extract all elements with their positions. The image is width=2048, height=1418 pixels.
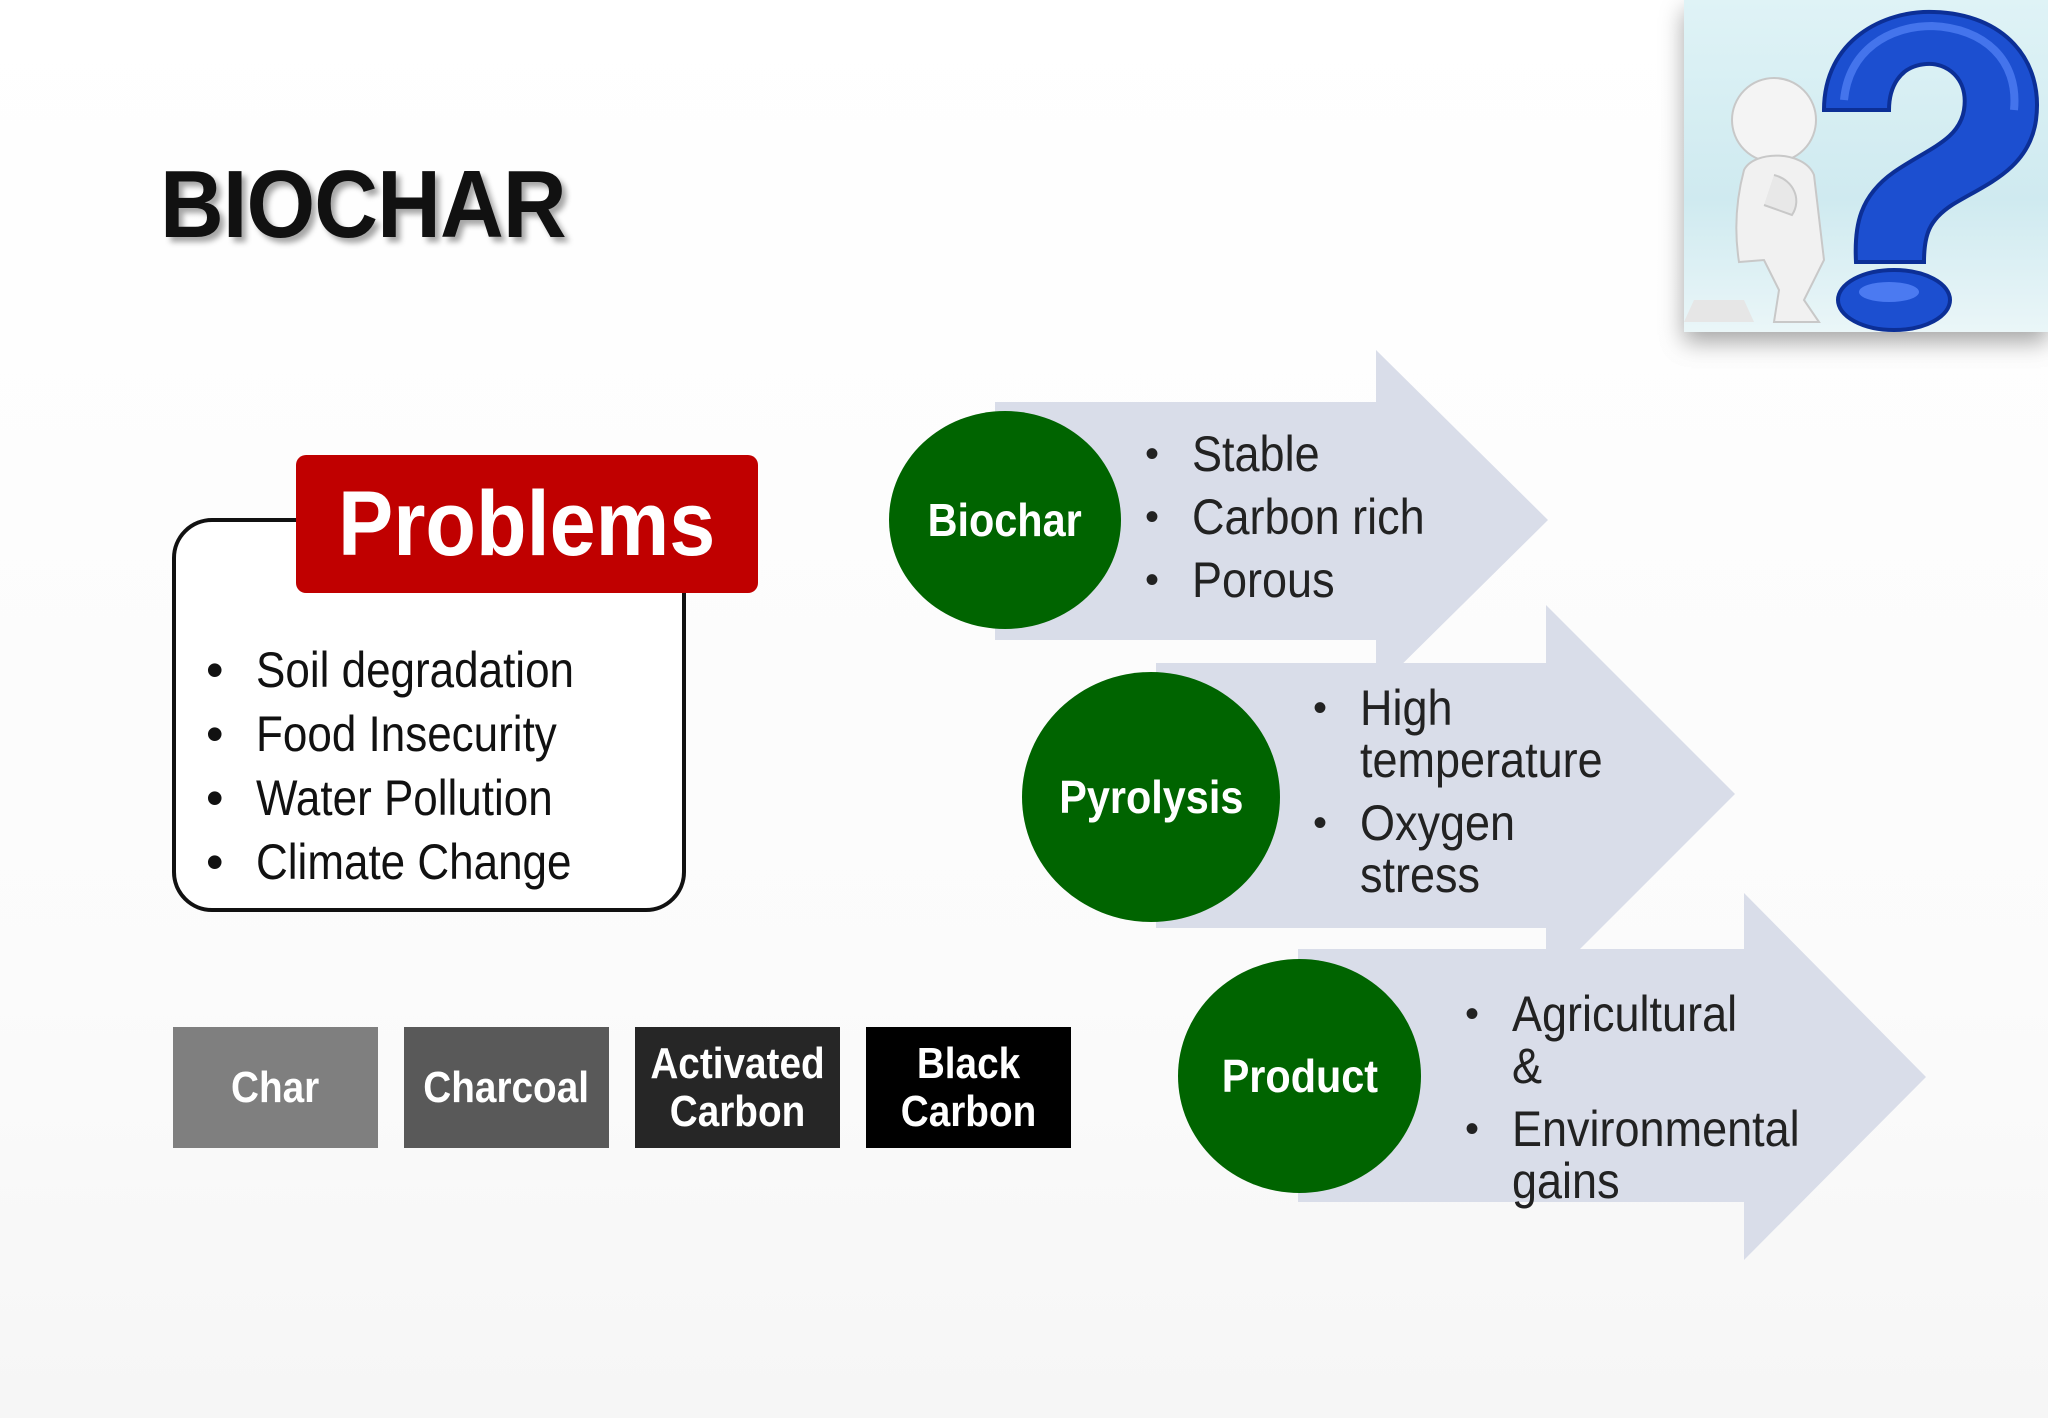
bullet-text: High temperature: [1360, 680, 1603, 788]
term-activated-carbon: Activated Carbon: [635, 1027, 840, 1148]
problem-item-label: Climate Change: [256, 834, 572, 890]
problems-list: Soil degradation Food Insecurity Water P…: [206, 638, 617, 894]
bullet-item: High temperature: [1313, 682, 1643, 786]
problems-header-label: Problems: [338, 472, 716, 575]
term-label: Activated Carbon: [650, 1038, 825, 1136]
problem-item-label: Soil degradation: [256, 642, 575, 698]
problem-item: Food Insecurity: [206, 702, 617, 766]
bullet-item: Environmental gains: [1465, 1103, 1805, 1207]
question-mark-figure-icon: [1684, 0, 2048, 332]
problem-item-label: Food Insecurity: [256, 706, 557, 762]
bullet-item: Carbon rich: [1145, 491, 1525, 543]
step-label: Biochar: [927, 494, 1083, 546]
bullet-text: Environmental gains: [1512, 1101, 1800, 1209]
bullet-text: Agricultural &: [1512, 986, 1738, 1094]
term-label: Charcoal: [423, 1062, 590, 1112]
term-char: Char: [173, 1027, 378, 1148]
step-label: Pyrolysis: [1058, 771, 1244, 823]
product-bullets: Agricultural & Environmental gains: [1465, 988, 1805, 1218]
problems-header: Problems: [296, 455, 758, 593]
step-circle-biochar: Biochar: [889, 411, 1121, 629]
term-label: Char: [231, 1062, 320, 1112]
bullet-item: Stable: [1145, 428, 1525, 480]
problem-item-label: Water Pollution: [256, 770, 553, 826]
bullet-text: Oxygen stress: [1360, 795, 1516, 903]
problem-item: Climate Change: [206, 830, 617, 894]
term-label: Black Carbon: [900, 1038, 1037, 1136]
slide-title: BIOCHAR: [160, 151, 567, 258]
bullet-item: Porous: [1145, 554, 1525, 606]
step-circle-product: Product: [1178, 959, 1421, 1193]
pyrolysis-bullets: High temperature Oxygen stress: [1313, 682, 1643, 912]
term-charcoal: Charcoal: [404, 1027, 609, 1148]
bullet-text: Stable: [1192, 426, 1320, 482]
bullet-text: Porous: [1192, 552, 1335, 608]
problem-item: Soil degradation: [206, 638, 617, 702]
bullet-text: Carbon rich: [1192, 489, 1425, 545]
step-circle-pyrolysis: Pyrolysis: [1022, 672, 1280, 922]
bullet-item: Agricultural &: [1465, 988, 1805, 1092]
step-label: Product: [1221, 1050, 1378, 1102]
problem-item: Water Pollution: [206, 766, 617, 830]
term-black-carbon: Black Carbon: [866, 1027, 1071, 1148]
bullet-item: Oxygen stress: [1313, 797, 1643, 901]
biochar-bullets: Stable Carbon rich Porous: [1145, 428, 1525, 617]
